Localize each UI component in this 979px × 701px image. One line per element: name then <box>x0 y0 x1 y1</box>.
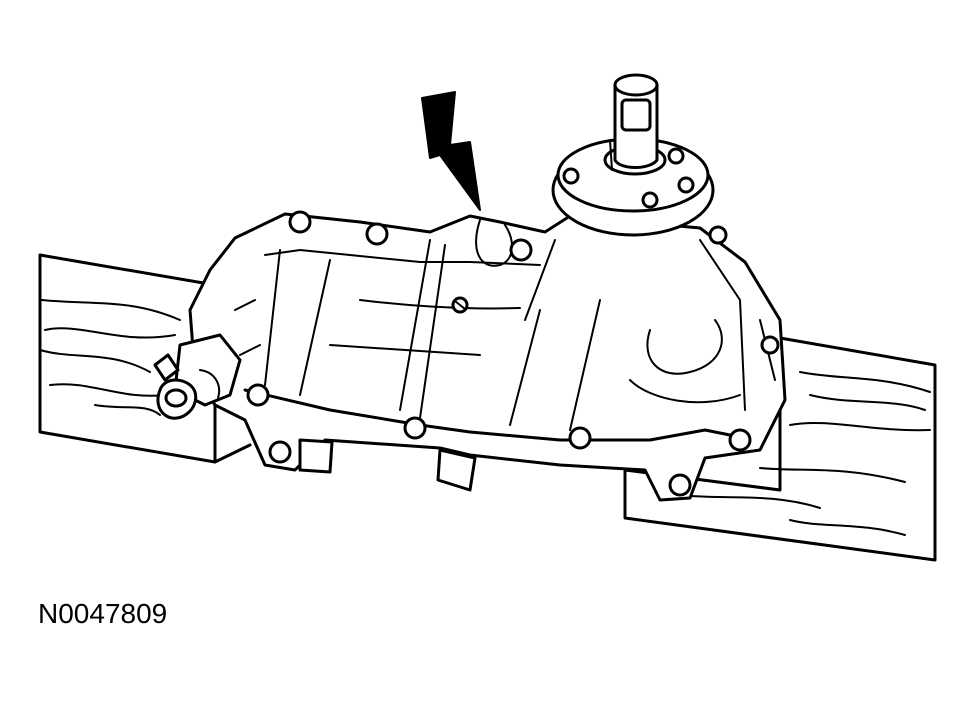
speed-sensor-connector <box>153 333 242 420</box>
bolt-bosses <box>246 210 780 497</box>
callout-arrow <box>421 91 481 211</box>
wood-block-right <box>623 336 937 562</box>
mounting-tabs <box>298 438 477 492</box>
output-flange <box>551 73 715 237</box>
figure-id-label: N0047809 <box>38 598 168 629</box>
transfer-case-housing <box>188 212 787 502</box>
